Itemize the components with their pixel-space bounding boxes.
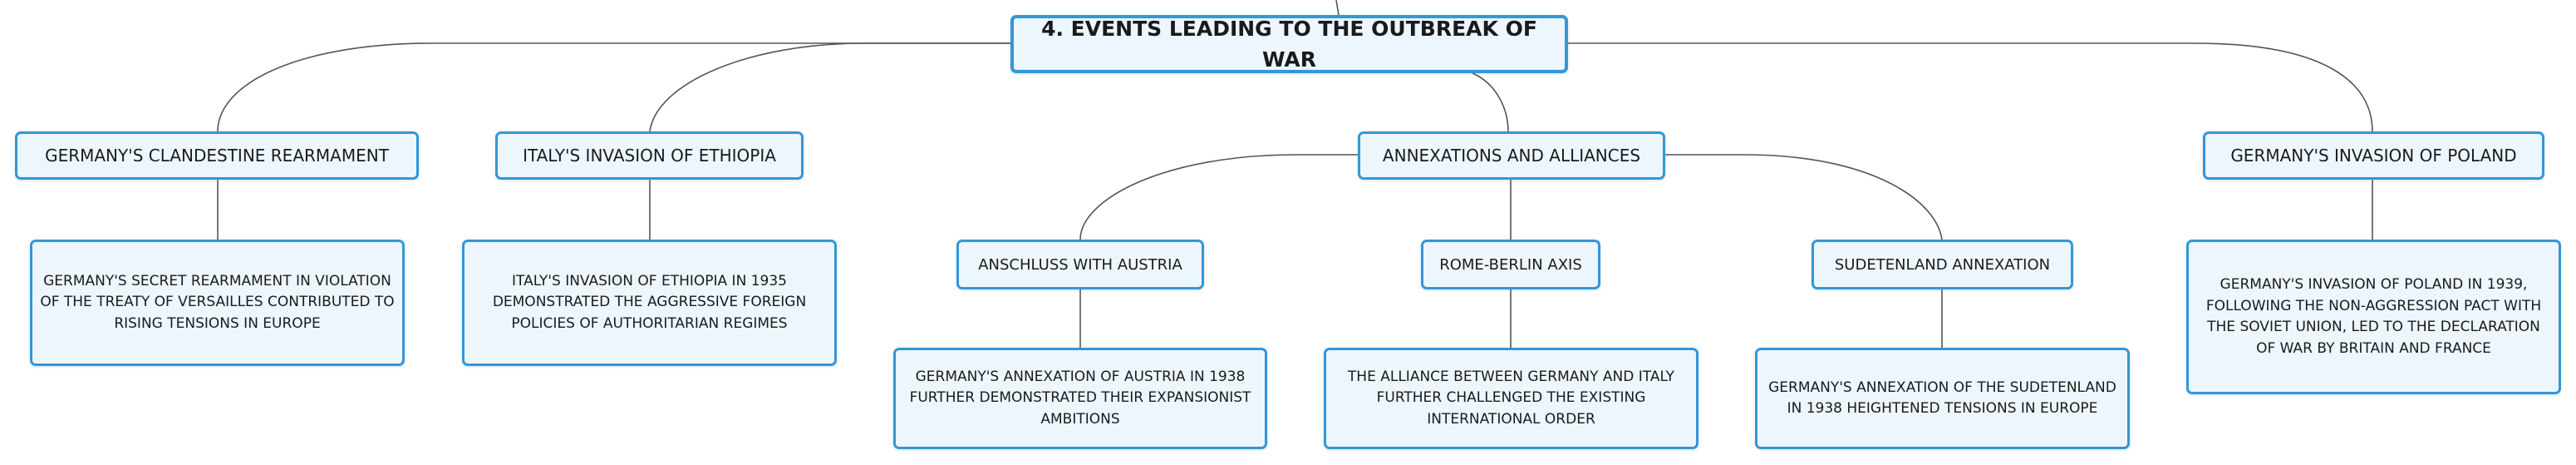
connector-root-parent bbox=[1335, 0, 1340, 16]
topic-clandestine-rearmament[interactable]: GERMANY'S CLANDESTINE REARMAMENT bbox=[15, 131, 419, 180]
connector-root-rearmament bbox=[217, 42, 1010, 132]
root-topic[interactable]: 4. EVENTS LEADING TO THE OUTBREAK OF WAR bbox=[1010, 15, 1568, 73]
detail-anschluss-with-austria[interactable]: GERMANY'S ANNEXATION OF AUSTRIA IN 1938 … bbox=[893, 348, 1267, 449]
detail-invasion-of-ethiopia[interactable]: ITALY'S INVASION OF ETHIOPIA IN 1935 DEM… bbox=[462, 240, 837, 366]
detail-clandestine-rearmament[interactable]: GERMANY'S SECRET REARMAMENT IN VIOLATION… bbox=[30, 240, 405, 366]
connector-root-annexations bbox=[1472, 72, 1509, 132]
connector-root-ethiopia bbox=[649, 42, 1010, 132]
topic-rome-berlin-axis[interactable]: ROME-BERLIN AXIS bbox=[1421, 240, 1600, 289]
topic-annexations-and-alliances[interactable]: ANNEXATIONS AND ALLIANCES bbox=[1358, 131, 1665, 180]
detail-sudetenland-annexation[interactable]: GERMANY'S ANNEXATION OF THE SUDETENLAND … bbox=[1755, 348, 2130, 449]
detail-invasion-of-poland[interactable]: GERMANY'S INVASION OF POLAND IN 1939, FO… bbox=[2186, 240, 2561, 394]
topic-invasion-of-poland[interactable]: GERMANY'S INVASION OF POLAND bbox=[2203, 131, 2544, 180]
connector-annexations-anschluss bbox=[1079, 154, 1358, 240]
connector-annexations-sudetenland bbox=[1665, 154, 1943, 240]
connector-root-poland bbox=[1568, 42, 2373, 132]
detail-rome-berlin-axis[interactable]: THE ALLIANCE BETWEEN GERMANY AND ITALY F… bbox=[1324, 348, 1698, 449]
topic-anschluss-with-austria[interactable]: ANSCHLUSS WITH AUSTRIA bbox=[956, 240, 1204, 289]
topic-invasion-of-ethiopia[interactable]: ITALY'S INVASION OF ETHIOPIA bbox=[495, 131, 804, 180]
topic-sudetenland-annexation[interactable]: SUDETENLAND ANNEXATION bbox=[1812, 240, 2073, 289]
